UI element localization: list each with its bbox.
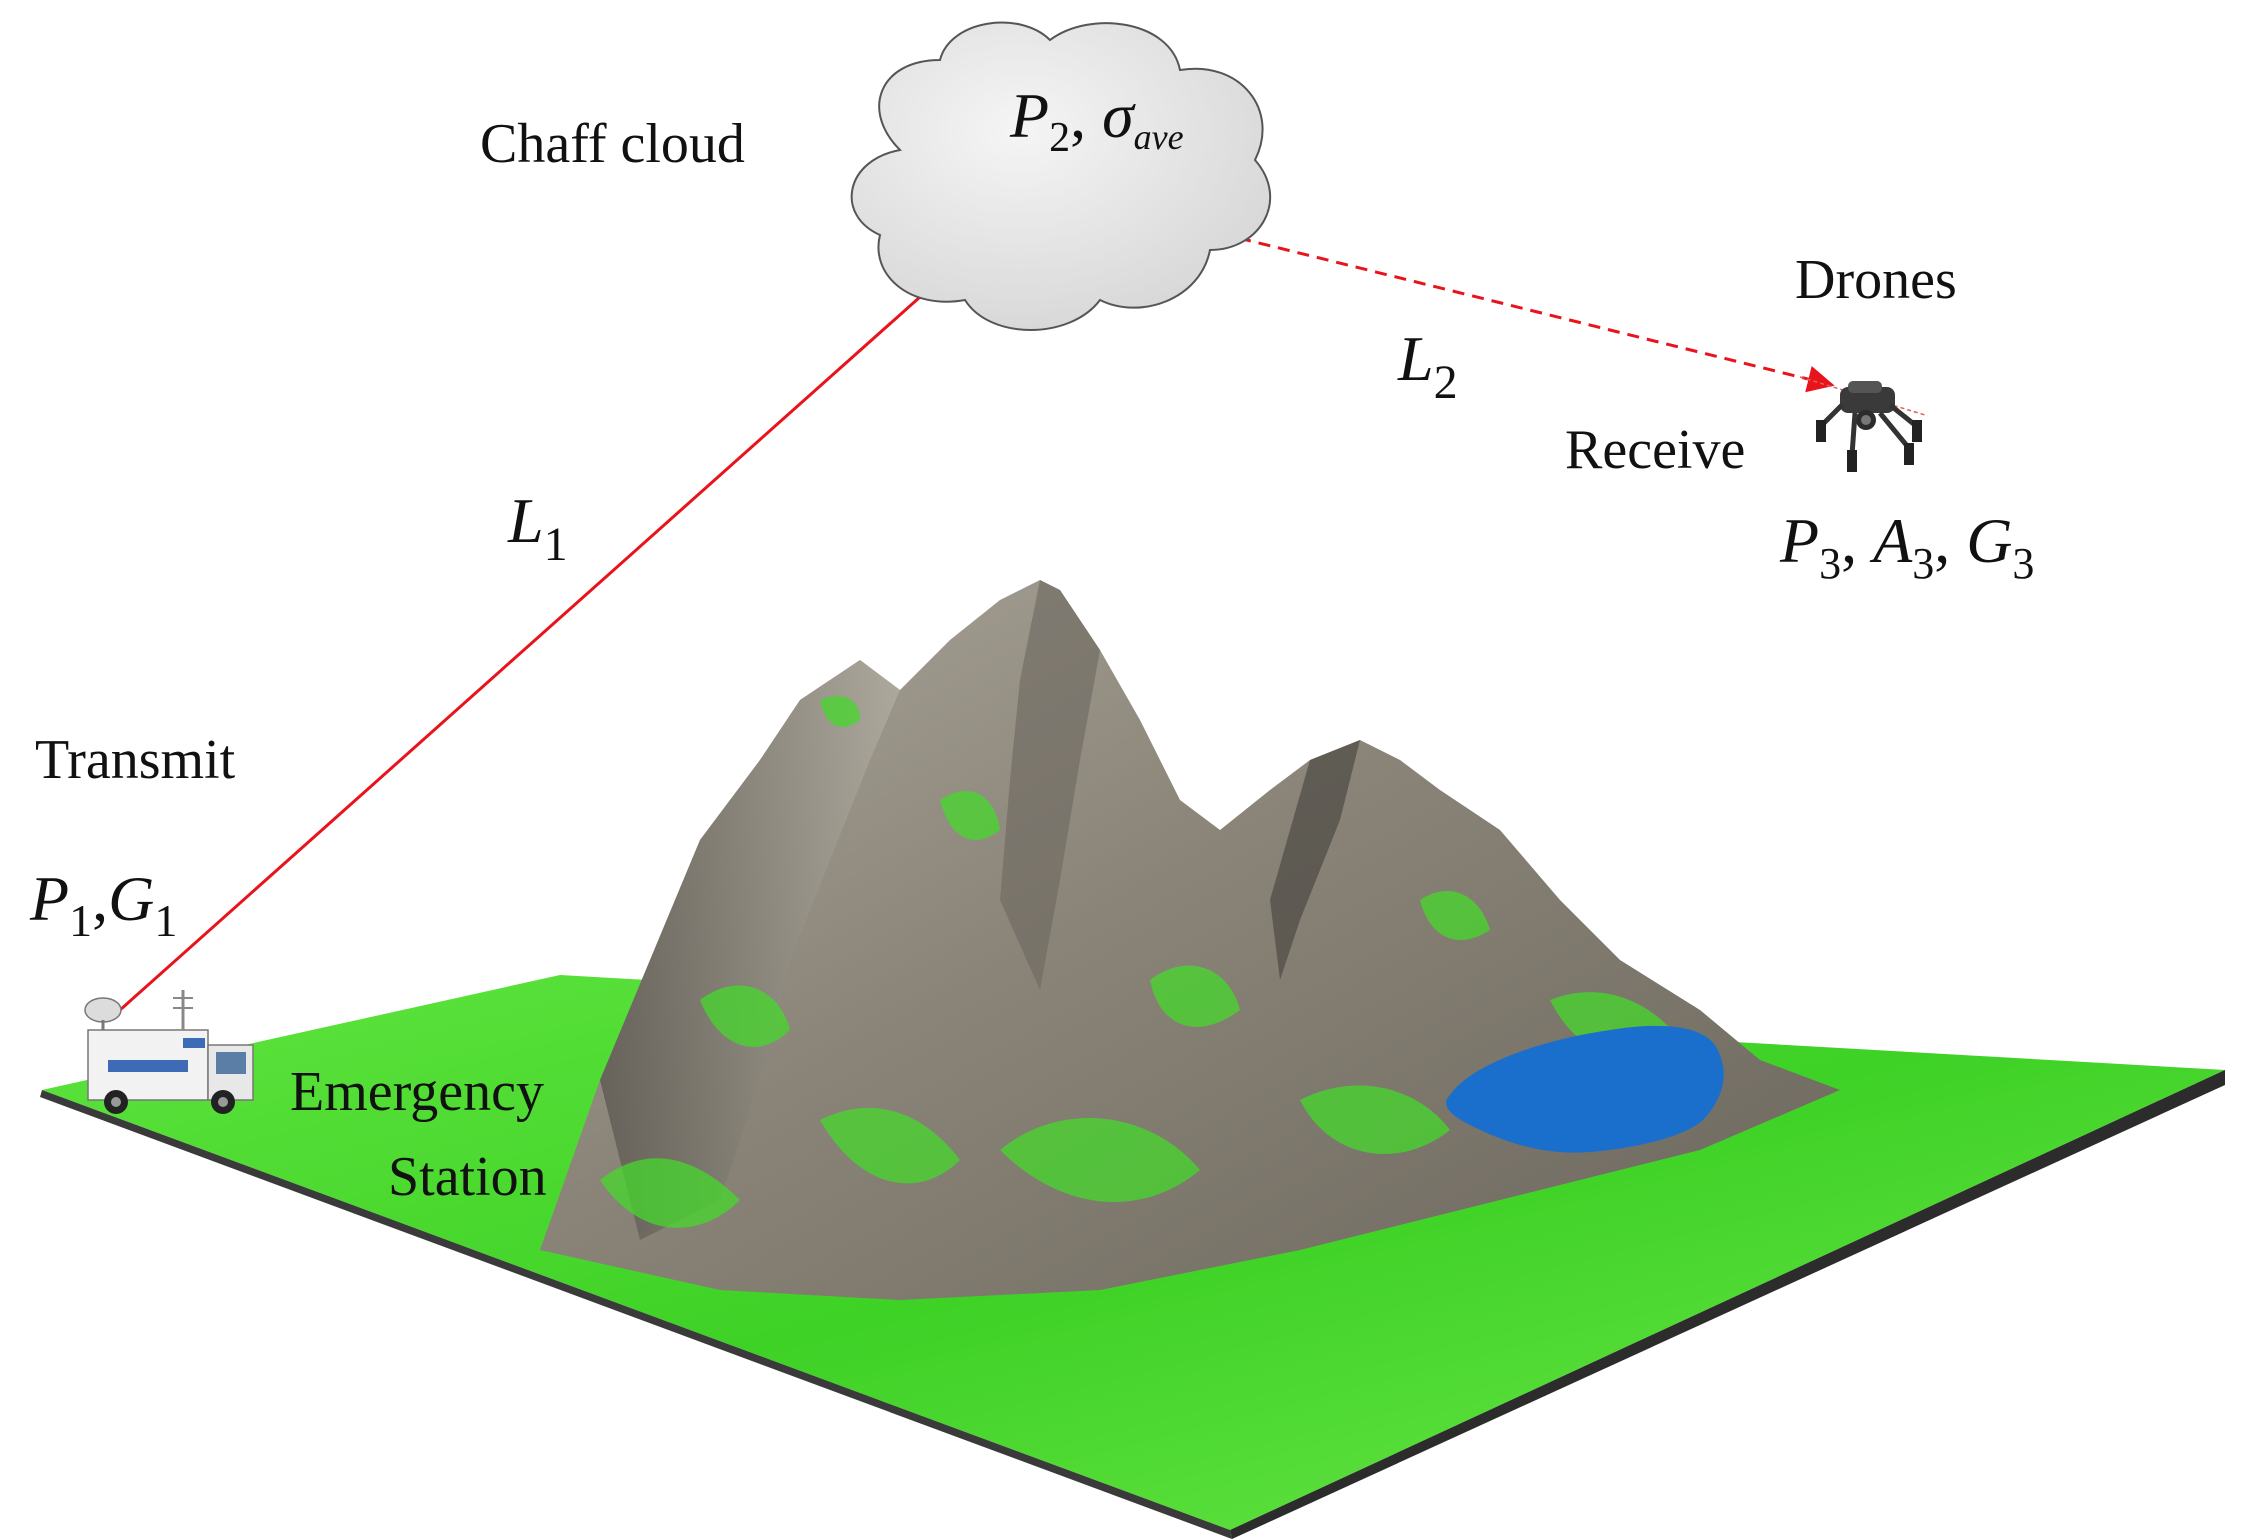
signal-path-l2: [1044, 188, 1835, 393]
cloud-icon: [850, 21, 1272, 331]
transmit-params-label: P1,G1: [29, 863, 177, 946]
l1-label: L1: [507, 485, 568, 571]
drones-label: Drones: [1795, 249, 1957, 311]
emergency-truck-icon: [84, 990, 254, 1114]
chaff-cloud-label: Chaff cloud: [480, 113, 745, 175]
emergency-station-label-line2: Station: [388, 1146, 547, 1208]
transmit-label: Transmit: [35, 729, 236, 791]
l2-label: L2: [1397, 323, 1458, 409]
lake-shape: [1446, 1025, 1724, 1153]
cloud-params-label: P2, σave: [1009, 80, 1184, 161]
drone-params-label: P3, A3, G3: [1779, 505, 2034, 588]
receive-label: Receive: [1565, 419, 1745, 481]
signal-path-l1: [119, 188, 1043, 1012]
drone-icon: [1799, 376, 1926, 472]
emergency-station-label-line1: Emergency: [290, 1061, 544, 1123]
